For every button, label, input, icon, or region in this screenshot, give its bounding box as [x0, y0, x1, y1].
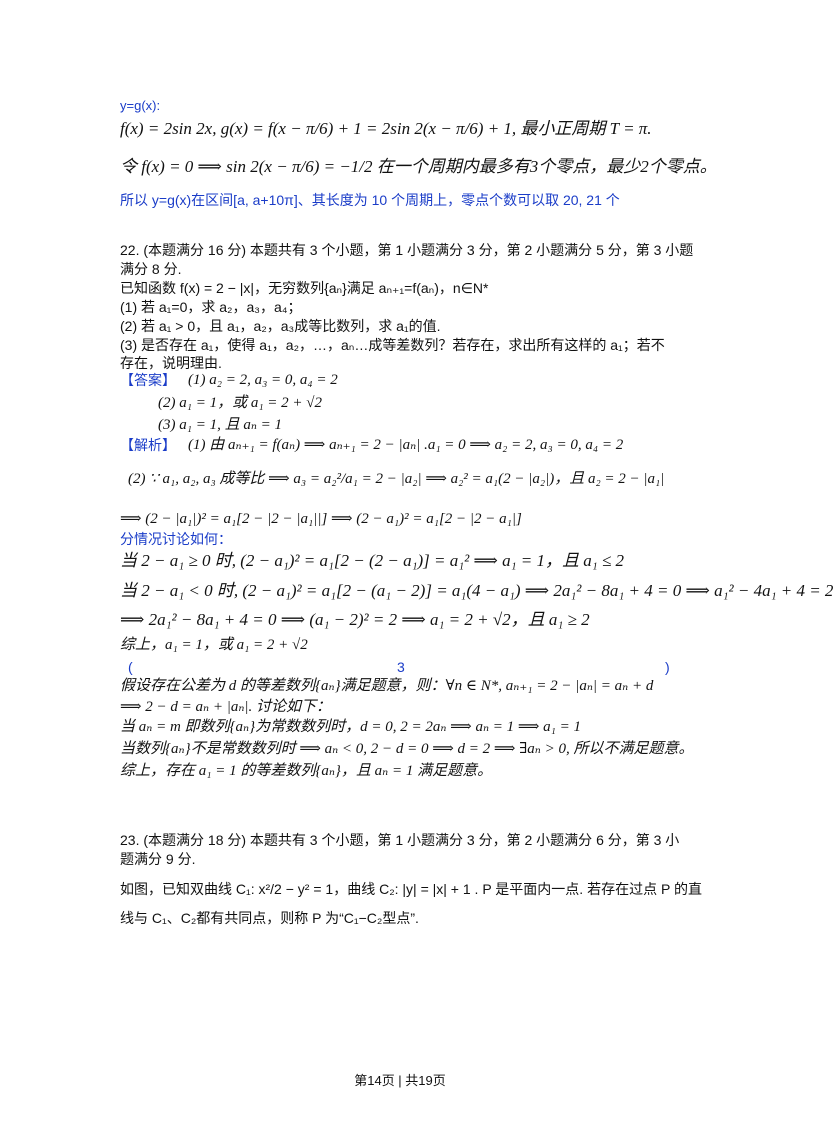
part3-open: ( [128, 659, 133, 675]
solution-tag: 【解析】 [120, 437, 176, 453]
page-footer: 第14页 | 共19页 [354, 1073, 446, 1088]
q23-header-1: 23. (本题满分 18 分) 本题共有 3 个小题，第 1 小题满分 3 分，… [120, 832, 680, 848]
case-1: 当 2 − a₁ ≥ 0 时, (2 − a₁)² = a₁[2 − (2 − … [120, 551, 625, 570]
case-discussion: 分情况讨论如何： [120, 531, 232, 547]
part3-number: 3 [397, 659, 405, 675]
yg-label: y=g(x): [120, 98, 161, 113]
q22-header-1: 22. (本题满分 16 分) 本题共有 3 个小题，第 1 小题满分 3 分，… [120, 242, 694, 258]
solution-2: (2) ∵ a₁, a₂, a₃ 成等比 ⟹ a₃ = a₂²/a₁ = 2 −… [128, 471, 665, 487]
answer-tag: 【答案】 [120, 372, 176, 388]
solution-3b: ⟹ 2 − d = aₙ + |aₙ|. 讨论如下： [120, 699, 332, 715]
solution-1: (1) 由 aₙ₊₁ = f(aₙ) ⟹ aₙ₊₁ = 2 − |aₙ| .a₁… [188, 437, 624, 453]
solution-3e: 综上，存在 a₁ = 1 的等差数列{aₙ}，且 aₙ = 1 满足题意。 [120, 763, 493, 779]
q22-given: 已知函数 f(x) = 2 − |x|，无穷数列{aₙ}满足 aₙ₊₁=f(aₙ… [120, 280, 489, 296]
q22-part3-a: (3) 是否存在 a₁，使得 a₁，a₂，…，aₙ…成等差数列？若存在，求出所有… [120, 337, 665, 353]
q22-part3-b: 存在，说明理由. [120, 355, 222, 371]
solution-3a: 假设存在公差为 d 的等差数列{aₙ}满足题意，则：∀n ∈ N*, aₙ₊₁ … [120, 678, 654, 694]
f-definition: f(x) = 2sin 2x, g(x) = f(x − π/6) + 1 = … [120, 119, 652, 138]
q23-body-2: 线与 C₁、C₂都有共同点，则称 P 为“C₁−C₂型点”. [120, 910, 419, 926]
q23-body-1: 如图，已知双曲线 C₁: x²/2 − y² = 1，曲线 C₂: |y| = … [120, 881, 702, 897]
answer-1: (1) a₂ = 2, a₃ = 0, a₄ = 2 [188, 372, 338, 388]
answer-2: (2) a₁ = 1，或 a₁ = 2 + √2 [158, 395, 323, 411]
solution-3c: 当 aₙ = m 即数列{aₙ}为常数数列时，d = 0, 2 = 2aₙ ⟹ … [120, 719, 581, 735]
zero-conclusion: 所以 y=g(x)在区间[a, a+10π]、其长度为 10 个周期上，零点个数… [120, 192, 620, 208]
summary-2: 综上，a₁ = 1，或 a₁ = 2 + √2 [120, 637, 308, 653]
q23-header-2: 题满分 9 分. [120, 851, 196, 867]
case-2: 当 2 − a₁ < 0 时, (2 − a₁)² = a₁[2 − (a₁ −… [120, 581, 833, 600]
q22-part1: (1) 若 a₁=0，求 a₂，a₃，a₄； [120, 299, 302, 315]
zero-analysis: 令 f(x) = 0 ⟹ sin 2(x − π/6) = −1/2 在一个周期… [120, 157, 717, 176]
solution-3d: 当数列{aₙ}不是常数数列时 ⟹ aₙ < 0, 2 − d = 0 ⟹ d =… [120, 741, 694, 757]
q22-part2: (2) 若 a₁ > 0，且 a₁，a₂，a₃成等比数列，求 a₁的值. [120, 318, 441, 334]
solution-2b: ⟹ (2 − |a₁|)² = a₁[2 − |2 − |a₁||] ⟹ (2 … [120, 511, 522, 527]
part3-close: ) [665, 659, 670, 675]
answer-3: (3) a₁ = 1, 且 aₙ = 1 [158, 417, 283, 433]
case-2b: ⟹ 2a₁² − 8a₁ + 4 = 0 ⟹ (a₁ − 2)² = 2 ⟹ a… [120, 610, 590, 629]
q22-header-2: 满分 8 分. [120, 261, 182, 277]
